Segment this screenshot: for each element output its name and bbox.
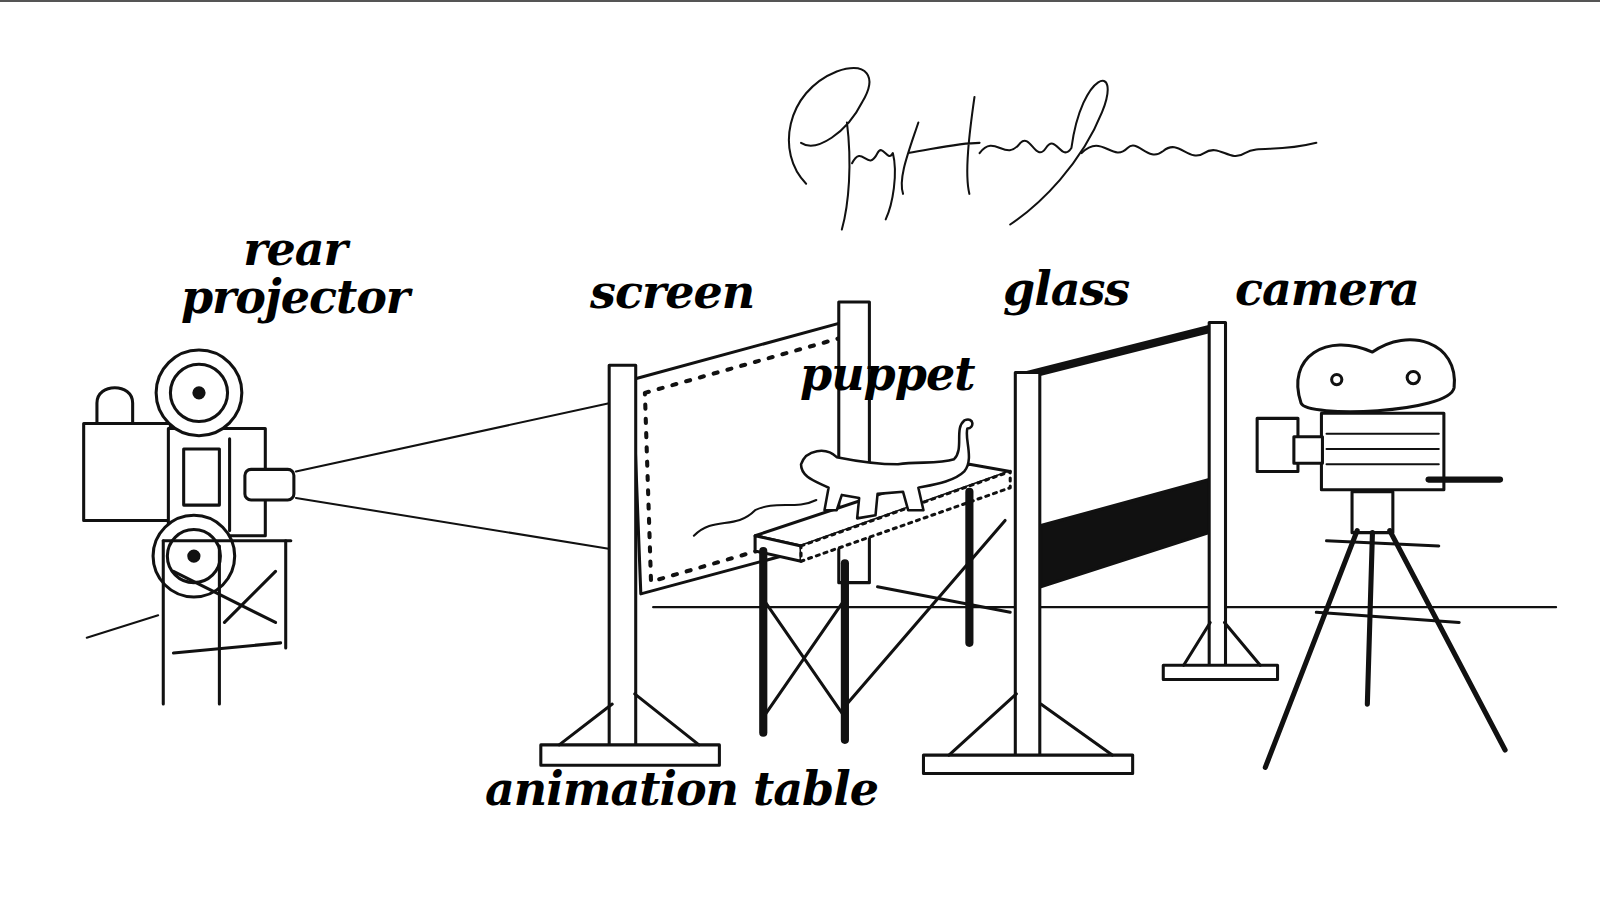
table-drawing (755, 464, 1010, 740)
part-label: glass (1003, 265, 1129, 313)
puppet-drawing (801, 420, 972, 519)
part-label: camera (1235, 265, 1419, 313)
part-label: animation table (485, 765, 878, 813)
glass-drawing (923, 322, 1277, 773)
part-label: puppet (800, 350, 974, 398)
projector-drawing (84, 350, 294, 704)
part-label: screen (590, 268, 754, 316)
camera-drawing (1257, 340, 1505, 768)
part-label: rear projector (170, 225, 420, 321)
signature (789, 68, 1316, 229)
